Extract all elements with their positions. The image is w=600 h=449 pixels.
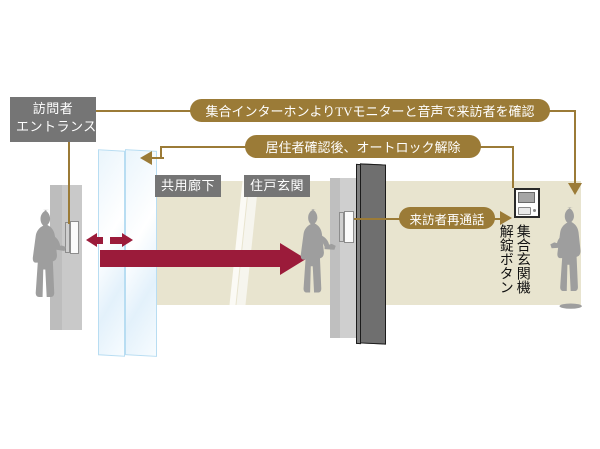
- entrance-unit-button-slot: [518, 207, 531, 215]
- zone-label-visitor-entrance-line1: 訪問者: [32, 101, 74, 116]
- zone-label-visitor-entrance: 訪問者 エントランス: [10, 97, 96, 142]
- resident-intercom-panel-side: [339, 212, 344, 242]
- callout2-arrowhead: [140, 151, 152, 165]
- visitor-entrance-box-stem: [68, 142, 70, 224]
- resident-intercom-panel: [344, 211, 354, 243]
- callout1-line-down: [574, 110, 576, 185]
- dwelling-entrance-wall-shade: [330, 178, 340, 338]
- callout1-line-left: [90, 110, 194, 112]
- entrance-unit-label-line1: 集合玄関機: [514, 224, 530, 294]
- callout-confirm-visitor: 集合インターホンよりTVモニターと音声で来訪者を確認: [190, 99, 550, 122]
- entrance-unit-label-line2: 解錠ボタン: [497, 224, 513, 294]
- entrance-unit-screen: [518, 192, 535, 203]
- dwelling-door: [360, 163, 386, 345]
- entrance-person-silhouette: [550, 207, 582, 309]
- red-flow-arrow-shaft: [100, 250, 280, 267]
- callout2-line-right: [478, 146, 514, 148]
- callout3-line-left: [354, 218, 402, 220]
- callout2-line-left: [160, 146, 248, 148]
- entrance-unit-indicator-dot: [533, 209, 536, 212]
- visitor-intercom-panel: [70, 221, 79, 254]
- zone-label-dwelling-entrance: 住戸玄関: [244, 175, 311, 198]
- callout-visitor-recall: 来訪者再通話: [399, 207, 495, 229]
- visitor-intercom-panel-side: [65, 222, 70, 253]
- zone-label-common-corridor: 共用廊下: [155, 175, 222, 198]
- callout-auto-lock-release: 居住者確認後、オートロック解除: [245, 135, 481, 158]
- callout3-arrowhead: [500, 211, 512, 225]
- dwelling-door-edge: [356, 163, 361, 345]
- resident-person-silhouette: [300, 209, 336, 293]
- callout2-line-to-door-2: [152, 157, 164, 159]
- callout1-arrowhead: [568, 183, 582, 195]
- callout2-line-drop: [160, 146, 162, 158]
- callout3-line-right: [492, 218, 502, 220]
- callout2-line-up: [512, 146, 514, 188]
- callout1-line-right: [548, 110, 576, 112]
- zone-label-visitor-entrance-line2: エントランス: [16, 118, 97, 134]
- visitor-person-silhouette: [32, 209, 66, 297]
